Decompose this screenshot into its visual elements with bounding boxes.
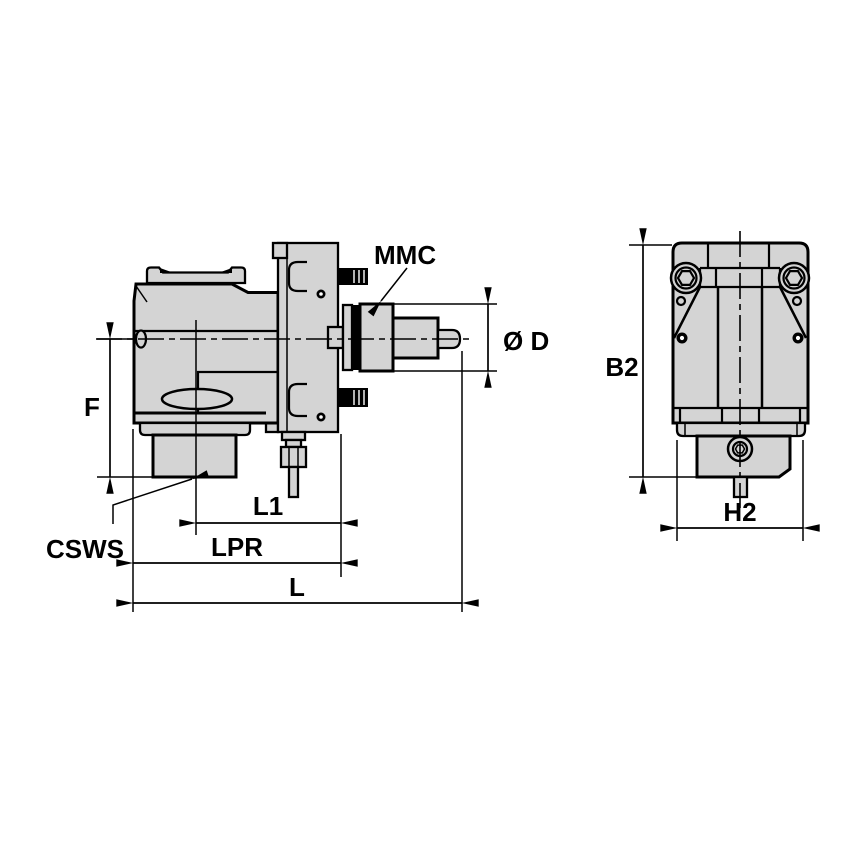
pin-hole-left (675, 295, 687, 307)
spindle-seal-band (352, 305, 360, 370)
label-b2: B2 (605, 352, 638, 382)
hex-bolt-left (669, 261, 703, 295)
mmc-leader (367, 267, 408, 317)
label-diameter: Ø D (503, 326, 549, 356)
collar-strip (138, 421, 252, 437)
front-flange-strip (675, 421, 807, 438)
cap-wedge-left (160, 268, 174, 273)
front-view (669, 231, 811, 508)
clamp-screw-upper (338, 268, 368, 285)
casting-diagonals (672, 286, 808, 339)
pin-hole-right (791, 295, 803, 307)
dimensions: F Ø D MMC CSWS L1 LPR L B2 H2 (46, 228, 820, 612)
label-f: F (84, 392, 100, 422)
label-lpr: LPR (211, 532, 263, 562)
drive-key (326, 325, 345, 350)
front-flange-steps (684, 423, 798, 436)
label-l: L (289, 572, 305, 602)
side-view (96, 241, 474, 535)
screw-hole-lower-center (319, 415, 323, 419)
output-bore-ellipse (160, 387, 234, 411)
center-column-lines (716, 287, 764, 408)
h2-extension-lines (676, 440, 804, 541)
spindle-collar (358, 302, 395, 373)
label-l1: L1 (253, 491, 283, 521)
flange-pocket-upper (287, 260, 307, 293)
clamp-block (151, 433, 238, 479)
flange-ear (271, 241, 289, 260)
dowel-left-center (679, 335, 685, 341)
clamp-screw-lower (338, 388, 368, 407)
top-block-lines (706, 243, 771, 268)
cap-wedge-right (218, 268, 232, 273)
spindle-ring (341, 303, 354, 372)
flange-pocket-lower (287, 382, 307, 418)
body-chamfer-line (135, 285, 148, 303)
dowel-right-center (795, 335, 801, 341)
label-csws: CSWS (46, 534, 124, 564)
label-h2: H2 (723, 497, 756, 527)
label-mmc: MMC (374, 240, 436, 270)
hex-bolt-right (777, 261, 811, 295)
screw-hole-upper-center (319, 292, 323, 296)
length-extension-lines (132, 351, 463, 612)
csws-leader (112, 470, 210, 524)
dia-extension-lines (394, 303, 497, 372)
coolant-fitting (279, 430, 308, 499)
spindle-nose (391, 316, 440, 360)
spindle-assembly (341, 302, 462, 373)
